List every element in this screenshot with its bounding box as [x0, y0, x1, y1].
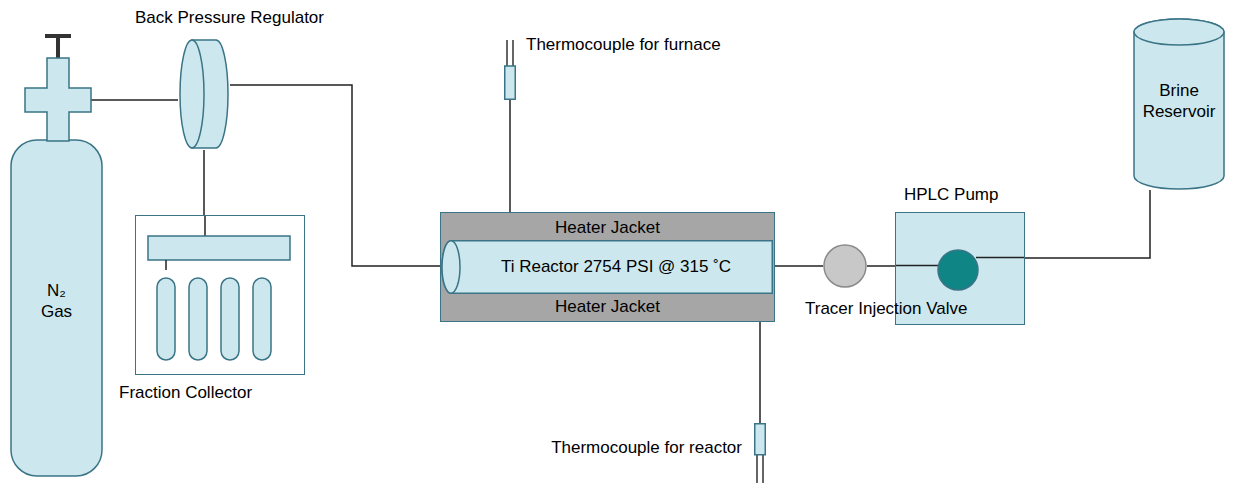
pipe-line: [867, 265, 895, 267]
injection-valve: Tracer Injection Valve: [823, 244, 867, 288]
pressure-regulator: Back Pressure Regulator: [178, 38, 230, 150]
pipe-line: [773, 265, 823, 267]
pipe-line: [203, 150, 205, 215]
reservoir-tank: Brine Reservoir: [1133, 18, 1225, 190]
node-label: Tracer Injection Valve: [805, 298, 968, 319]
node-label: HPLC Pump: [904, 184, 998, 205]
thermocouple: Thermocouple for furnace: [504, 40, 516, 100]
node-label: Thermocouple for furnace: [526, 34, 721, 55]
node-label: Heater Jacket: [441, 217, 774, 238]
fraction-collector-outline: [136, 216, 304, 374]
pipe-line: [91, 99, 178, 101]
pipe-line: [509, 100, 511, 212]
gas-cylinder-outline: [10, 30, 103, 478]
node-label: N₂ Gas: [34, 280, 79, 322]
node-label: Ti Reactor 2754 PSI @ 315 ˚C: [463, 256, 769, 277]
node-label: Brine Reservoir: [1137, 80, 1221, 122]
node-label: Fraction Collector: [119, 382, 252, 403]
pipe-line: [1025, 190, 1150, 258]
node-label: Back Pressure Regulator: [135, 7, 324, 28]
thermocouple-outline: [754, 423, 766, 483]
injection-valve-outline: [823, 244, 867, 288]
thermocouple: Thermocouple for reactor: [754, 423, 766, 483]
gas-cylinder: N₂ Gas: [10, 30, 103, 478]
thermocouple-outline: [504, 40, 516, 100]
reactor-vessel: Ti Reactor 2754 PSI @ 315 ˚C: [441, 240, 773, 294]
pressure-regulator-outline: [178, 38, 230, 150]
heater-jacket: Heater JacketHeater JacketTi Reactor 275…: [440, 212, 775, 322]
node-label: Thermocouple for reactor: [551, 437, 742, 458]
node-label: Heater Jacket: [441, 296, 774, 317]
fraction-collector: Fraction Collector: [135, 215, 305, 375]
